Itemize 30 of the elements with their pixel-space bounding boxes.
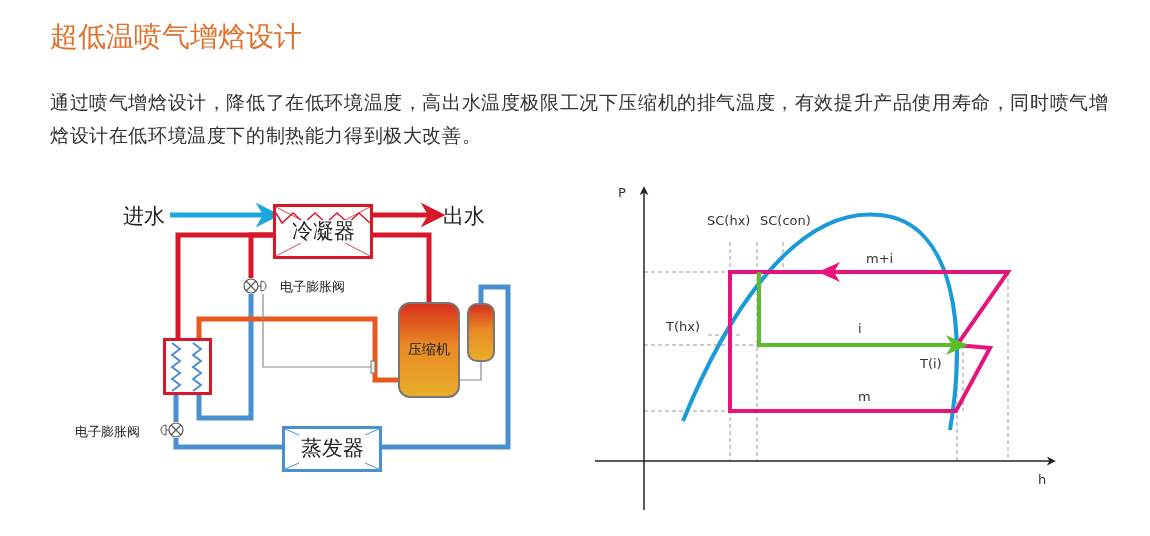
axis-label: P (618, 186, 626, 199)
accumulator-tank (467, 303, 495, 362)
pipe-line (373, 232, 432, 302)
evaporator-label: 蒸发器 (298, 437, 366, 461)
axis-label: h (1038, 473, 1047, 486)
pipe-line (248, 232, 273, 278)
valve-label: 电子膨胀阀 (75, 423, 140, 441)
axis-marker-label: SC(con) (760, 214, 811, 227)
temperature-label: T(i) (920, 357, 942, 370)
valve-label: 电子膨胀阀 (280, 278, 345, 296)
temperature-label: T(hx) (666, 320, 701, 333)
pipe-line (196, 294, 254, 421)
signal-line (459, 361, 482, 381)
pipe-line (173, 395, 179, 422)
page-title: 超低温喷气增焓设计 (50, 19, 302, 55)
pipe-line (173, 438, 282, 450)
flow-label: m (858, 390, 871, 403)
inlet-label: 进水 (118, 202, 170, 230)
compressor-tank (398, 302, 460, 398)
pipe-line (196, 316, 398, 383)
description-text: 通过喷气增焓设计，降低了在低环境温度，高出水温度极限工况下压缩机的排气温度，有效提升产品使用寿命，同时喷气增焓设计在低环境温度下的制热能力得到极大改善。 (50, 90, 1110, 148)
outlet-label: 出水 (438, 202, 490, 230)
axis-marker-label: SC(hx) (707, 214, 751, 227)
condenser-label: 冷凝器 (289, 219, 357, 244)
compressor-label: 压缩机 (408, 341, 450, 359)
pipe-line (373, 202, 446, 228)
signal-line (262, 293, 373, 368)
flow-label: i (858, 322, 862, 335)
flow-label: m+i (866, 252, 894, 265)
pipe-line (382, 284, 511, 450)
